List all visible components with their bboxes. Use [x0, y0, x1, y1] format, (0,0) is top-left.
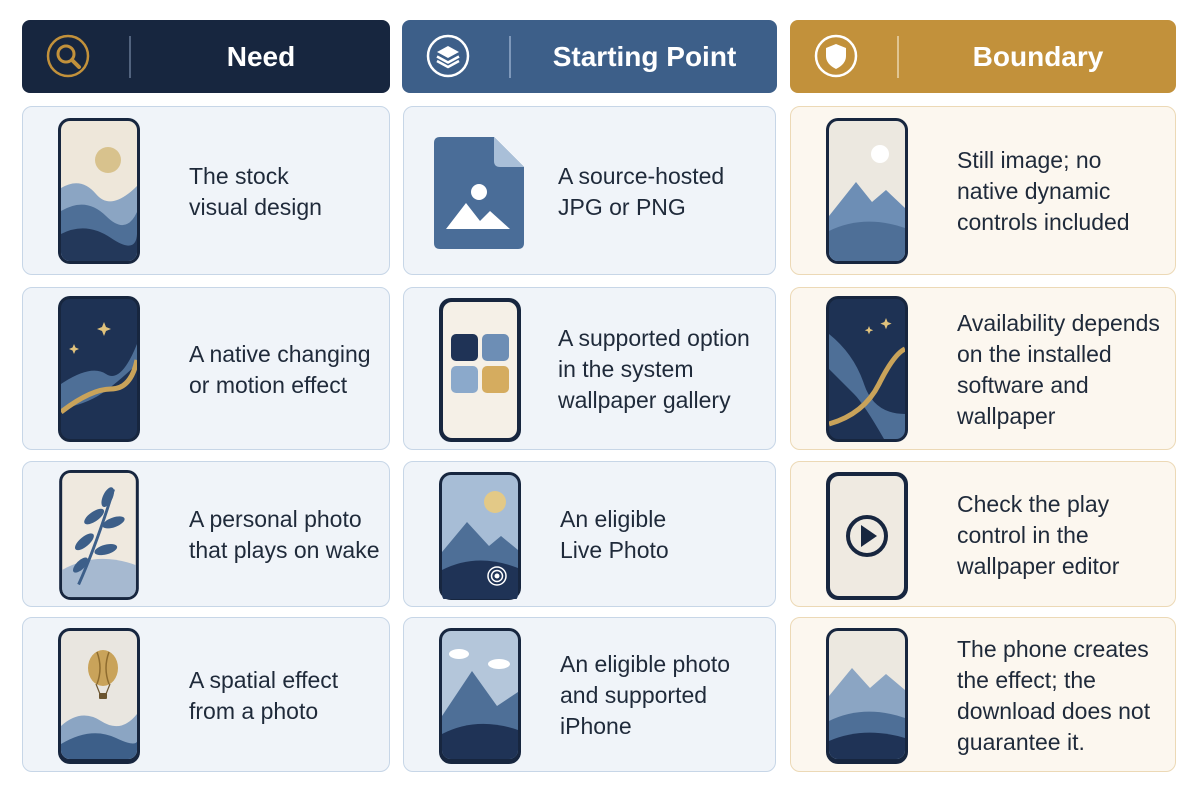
motion-wave-phone-icon — [58, 296, 140, 442]
header-divider — [509, 36, 511, 78]
hot-air-balloon-phone-icon — [58, 628, 140, 764]
leaf-phone-icon — [59, 469, 139, 601]
layered-mountain-phone-icon — [826, 628, 908, 764]
header-divider — [897, 36, 899, 78]
gallery-grid-phone-icon — [439, 298, 521, 442]
header-boundary: Boundary — [790, 20, 1176, 93]
header-need: Need — [22, 20, 390, 93]
mountain-phone-icon — [439, 628, 521, 764]
layers-icon — [426, 34, 470, 78]
shield-icon — [814, 34, 858, 78]
play-control-phone-icon — [826, 472, 908, 600]
still-image-phone-icon — [826, 118, 908, 264]
header-title: Need — [226, 40, 296, 72]
header-title: Starting Point — [552, 40, 737, 72]
header-starting-point: Starting Point — [402, 20, 777, 93]
landscape-phone-icon — [58, 118, 140, 264]
live-photo-phone-icon — [439, 472, 521, 600]
header-title: Boundary — [972, 40, 1104, 72]
header-divider — [129, 36, 131, 78]
dynamic-wave-phone-icon — [826, 296, 908, 442]
search-icon — [46, 34, 90, 78]
image-file-icon — [434, 137, 524, 249]
